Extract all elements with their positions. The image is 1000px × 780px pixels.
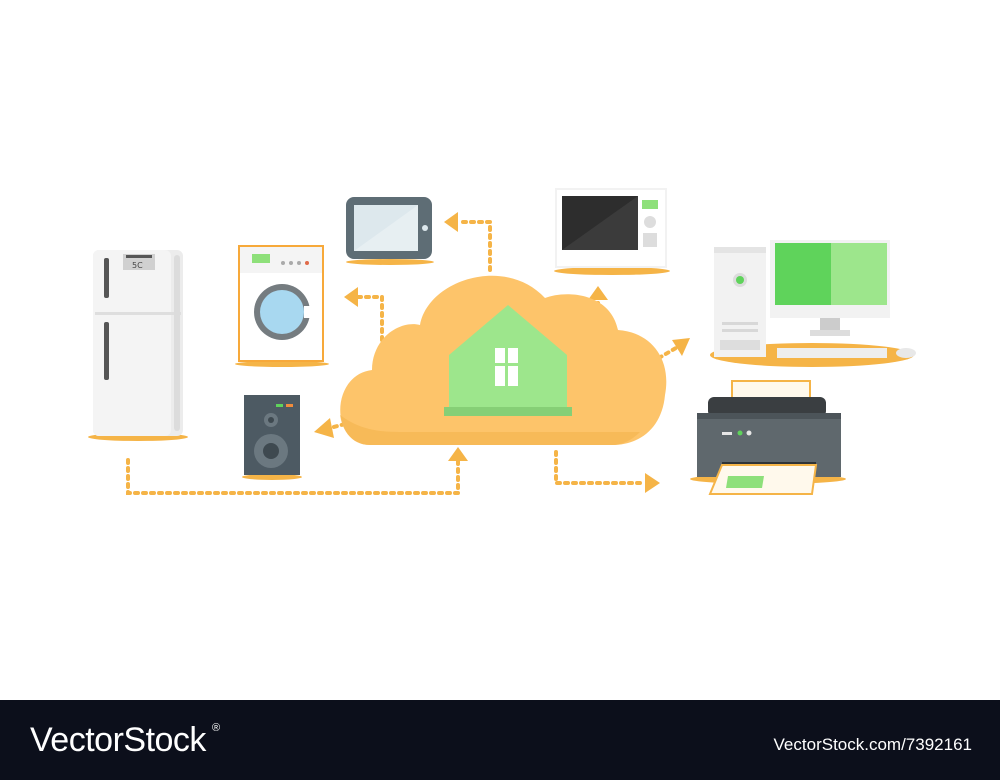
connector-printer <box>554 450 647 485</box>
fridge-display-text: 5C <box>132 261 143 270</box>
connector-fridge <box>126 458 460 495</box>
arrow-left-speaker <box>314 418 334 438</box>
pc-tower <box>714 247 766 357</box>
fridge-icon: 5C <box>88 250 188 441</box>
house-window <box>495 348 518 386</box>
registered-mark: ® <box>212 722 221 734</box>
tablet-icon <box>346 197 434 265</box>
image-credit: VectorStock.com/7392161 <box>773 735 972 754</box>
connector-arrows <box>314 212 690 493</box>
brand-logo: VectorStock <box>30 721 206 759</box>
connector-tablet <box>456 220 492 272</box>
arrow-up-cloud <box>448 447 468 461</box>
arrow-up-microwave <box>588 286 608 300</box>
washing-machine-icon <box>235 245 329 367</box>
desktop-computer-icon <box>710 240 916 367</box>
arrow-left-washer <box>344 287 358 307</box>
microwave-icon <box>554 188 670 275</box>
pc-keyboard <box>777 348 887 358</box>
smart-home-diagram: 5C <box>88 188 916 495</box>
arrow-left-tablet <box>444 212 458 232</box>
house-icon <box>444 305 572 416</box>
pc-mouse <box>896 348 916 358</box>
arrow-right-printer <box>645 473 660 493</box>
arrow-upright-computer <box>672 338 690 356</box>
printer-icon <box>690 380 846 495</box>
connector-washer <box>356 295 384 342</box>
speaker-icon <box>242 395 302 480</box>
watermark-bar: VectorStock ® VectorStock.com/7392161 <box>0 700 1000 780</box>
diagram-canvas: 5C <box>88 188 916 495</box>
